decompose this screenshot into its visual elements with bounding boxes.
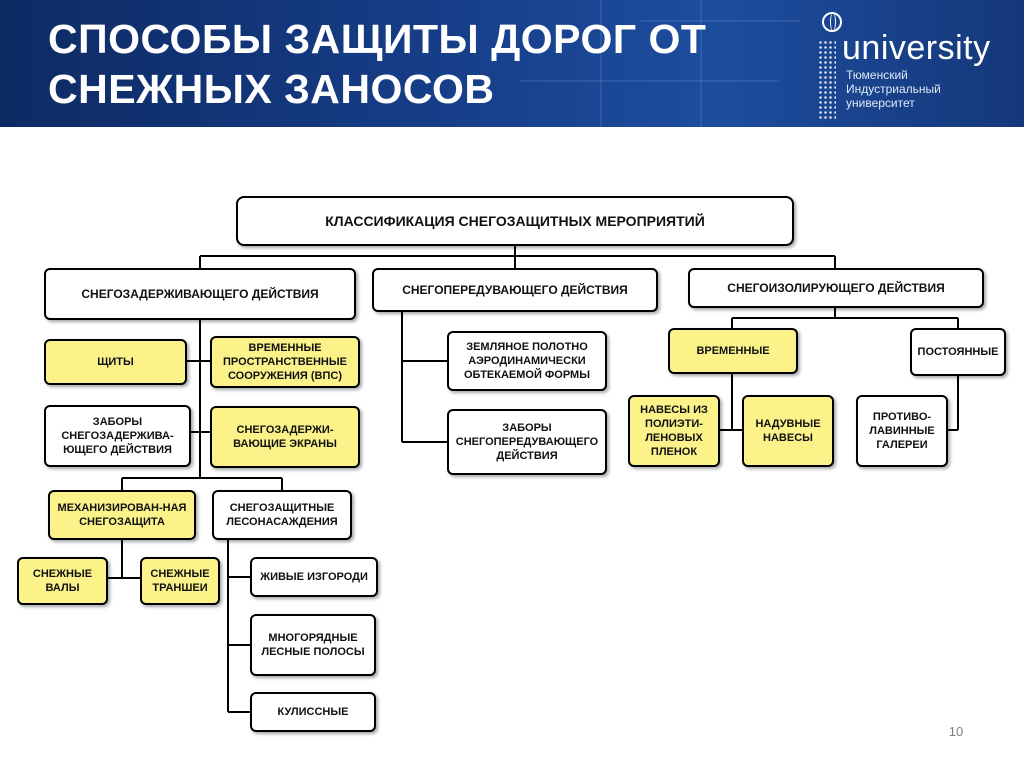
header-decoration xyxy=(700,0,702,127)
node-inflatable-label: НАДУВНЫЕ НАВЕСЫ xyxy=(755,418,821,444)
node-temporary-structures: ВРЕМЕННЫЕ ПРОСТРАНСТВЕННЫЕ СООРУЖЕНИЯ (В… xyxy=(210,336,360,388)
logo-subtitle-line: Индустриальный xyxy=(846,82,941,96)
node-forest-belts: МНОГОРЯДНЫЕ ЛЕСНЫЕ ПОЛОСЫ xyxy=(250,614,376,676)
logo-subtitle: Тюменский Индустриальный университет xyxy=(846,68,941,110)
header-decoration xyxy=(600,0,602,127)
node-galleries: ПРОТИВО-ЛАВИННЫЕ ГАЛЕРЕИ xyxy=(856,395,948,467)
node-transporting-fences-label: ЗАБОРЫ СНЕГОПЕРЕДУВАЮЩЕГО ДЕЙСТВИЯ xyxy=(455,422,599,462)
node-inflatable: НАДУВНЫЕ НАВЕСЫ xyxy=(742,395,834,467)
node-embankment-label: ЗЕМЛЯНОЕ ПОЛОТНО АЭРОДИНАМИЧЕСКИ ОБТЕКАЕ… xyxy=(464,341,590,381)
logo-subtitle-line: университет xyxy=(846,96,915,110)
branch-retaining: СНЕГОЗАДЕРЖИВАЮЩЕГО ДЕЙСТВИЯ xyxy=(44,268,356,320)
logo-wordmark: university xyxy=(842,29,991,67)
slide-title-line-2: СНЕЖНЫХ ЗАНОСОВ xyxy=(48,66,495,112)
node-retaining-fences: ЗАБОРЫ СНЕГОЗАДЕРЖИВА-ЮЩЕГО ДЕЙСТВИЯ xyxy=(44,405,191,467)
node-temporary-structures-label: ВРЕМЕННЫЕ ПРОСТРАНСТВЕННЫЕ СООРУЖЕНИЯ (В… xyxy=(223,342,347,382)
node-film-canopies: НАВЕСЫ ИЗ ПОЛИЭТИ-ЛЕНОВЫХ ПЛЕНОК xyxy=(628,395,720,467)
node-mechanized: МЕХАНИЗИРОВАН-НАЯ СНЕГОЗАЩИТА xyxy=(48,490,196,540)
node-hedges-label: ЖИВЫЕ ИЗГОРОДИ xyxy=(260,571,368,583)
node-permanent: ПОСТОЯННЫЕ xyxy=(910,328,1006,376)
header-decoration xyxy=(520,80,780,82)
node-plantings: СНЕГОЗАЩИТНЫЕ ЛЕСОНАСАЖДЕНИЯ xyxy=(212,490,352,540)
node-snow-banks-label: СНЕЖНЫЕ ВАЛЫ xyxy=(32,568,93,594)
slide-title-line-1: СПОСОБЫ ЗАЩИТЫ ДОРОГ ОТ xyxy=(48,16,707,62)
node-temporary-label: ВРЕМЕННЫЕ xyxy=(696,345,770,357)
node-retaining-fences-label: ЗАБОРЫ СНЕГОЗАДЕРЖИВА-ЮЩЕГО ДЕЙСТВИЯ xyxy=(61,416,174,456)
branch-isolating-label: СНЕГОИЗОЛИРУЮЩЕГО ДЕЙСТВИЯ xyxy=(727,281,945,295)
slide-header: СПОСОБЫ ЗАЩИТЫ ДОРОГ ОТ СНЕЖНЫХ ЗАНОСОВ … xyxy=(0,0,1024,127)
node-mechanized-label: МЕХАНИЗИРОВАН-НАЯ СНЕГОЗАЩИТА xyxy=(57,502,187,528)
header-decoration xyxy=(640,20,800,22)
node-wings: КУЛИССНЫЕ xyxy=(250,692,376,732)
classification-root-label: КЛАССИФИКАЦИЯ СНЕГОЗАЩИТНЫХ МЕРОПРИЯТИЙ xyxy=(325,213,705,229)
node-snow-trenches-label: СНЕЖНЫЕ ТРАНШЕИ xyxy=(150,568,210,594)
node-screens: СНЕГОЗАДЕРЖИ-ВАЮЩИЕ ЭКРАНЫ xyxy=(210,406,360,468)
node-film-canopies-label: НАВЕСЫ ИЗ ПОЛИЭТИ-ЛЕНОВЫХ ПЛЕНОК xyxy=(640,404,708,458)
node-snow-banks: СНЕЖНЫЕ ВАЛЫ xyxy=(17,557,108,605)
globe-icon xyxy=(822,12,842,32)
logo-dot-pattern xyxy=(818,40,836,120)
page-number: 10 xyxy=(948,724,964,739)
node-snow-trenches: СНЕЖНЫЕ ТРАНШЕИ xyxy=(140,557,220,605)
node-galleries-label: ПРОТИВО-ЛАВИННЫЕ ГАЛЕРЕИ xyxy=(869,411,935,451)
node-plantings-label: СНЕГОЗАЩИТНЫЕ ЛЕСОНАСАЖДЕНИЯ xyxy=(226,502,338,528)
node-wings-label: КУЛИССНЫЕ xyxy=(277,706,349,718)
node-permanent-label: ПОСТОЯННЫЕ xyxy=(917,346,999,358)
branch-retaining-label: СНЕГОЗАДЕРЖИВАЮЩЕГО ДЕЙСТВИЯ xyxy=(81,287,319,301)
node-shields: ЩИТЫ xyxy=(44,339,187,385)
node-screens-label: СНЕГОЗАДЕРЖИ-ВАЮЩИЕ ЭКРАНЫ xyxy=(233,424,337,450)
node-forest-belts-label: МНОГОРЯДНЫЕ ЛЕСНЫЕ ПОЛОСЫ xyxy=(261,632,365,658)
branch-isolating: СНЕГОИЗОЛИРУЮЩЕГО ДЕЙСТВИЯ xyxy=(688,268,984,308)
node-transporting-fences: ЗАБОРЫ СНЕГОПЕРЕДУВАЮЩЕГО ДЕЙСТВИЯ xyxy=(447,409,607,475)
university-logo: university Тюменский Индустриальный унив… xyxy=(818,12,1008,120)
node-shields-label: ЩИТЫ xyxy=(97,356,134,368)
slide-title: СПОСОБЫ ЗАЩИТЫ ДОРОГ ОТ СНЕЖНЫХ ЗАНОСОВ xyxy=(48,14,748,114)
node-hedges: ЖИВЫЕ ИЗГОРОДИ xyxy=(250,557,378,597)
node-temporary: ВРЕМЕННЫЕ xyxy=(668,328,798,374)
classification-root: КЛАССИФИКАЦИЯ СНЕГОЗАЩИТНЫХ МЕРОПРИЯТИЙ xyxy=(236,196,794,246)
node-embankment: ЗЕМЛЯНОЕ ПОЛОТНО АЭРОДИНАМИЧЕСКИ ОБТЕКАЕ… xyxy=(447,331,607,391)
branch-transporting-label: СНЕГОПЕРЕДУВАЮЩЕГО ДЕЙСТВИЯ xyxy=(402,283,628,297)
logo-subtitle-line: Тюменский xyxy=(846,68,908,82)
branch-transporting: СНЕГОПЕРЕДУВАЮЩЕГО ДЕЙСТВИЯ xyxy=(372,268,658,312)
